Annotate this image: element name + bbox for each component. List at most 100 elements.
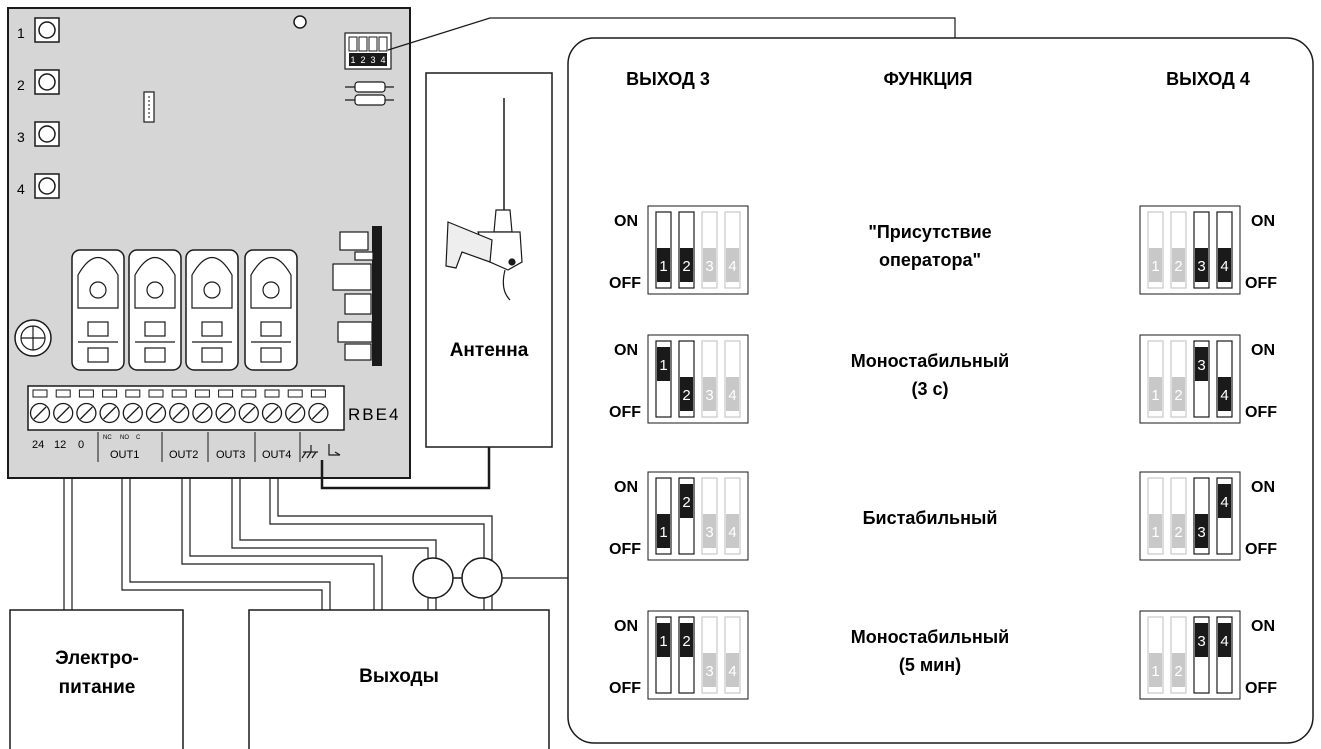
terminal-block: RBE4 <box>27 385 400 431</box>
svg-text:1: 1 <box>1151 258 1159 275</box>
svg-text:2: 2 <box>1174 258 1182 275</box>
svg-text:1: 1 <box>17 25 25 41</box>
on-label: ON <box>614 479 638 496</box>
svg-text:2: 2 <box>682 494 690 511</box>
antenna-label: Антенна <box>450 340 529 361</box>
relay-1 <box>71 249 125 371</box>
board-dip-switch[interactable]: 1 2 3 4 <box>344 32 392 70</box>
off-label: OFF <box>1245 404 1277 421</box>
antenna-box: Антенна <box>425 72 553 448</box>
svg-text:3: 3 <box>705 258 713 275</box>
svg-text:4: 4 <box>728 524 736 541</box>
on-label: ON <box>614 618 638 635</box>
on-label: ON <box>1251 618 1275 635</box>
terminal-labels: 24 12 0 NC NO C OUT1 OUT2 OUT3 OUT4 <box>32 435 291 461</box>
push-button-1[interactable]: 1 <box>17 17 60 43</box>
board-model-label: RBE4 <box>348 405 400 424</box>
svg-text:3: 3 <box>705 387 713 404</box>
function-label: Бистабильный <box>863 508 998 528</box>
column-header-function: ФУНКЦИЯ <box>884 69 973 89</box>
antenna-icon <box>445 98 523 301</box>
svg-text:4: 4 <box>380 55 385 65</box>
relay-3 <box>185 249 239 371</box>
function-label: Моностабильный <box>851 351 1009 371</box>
svg-text:3: 3 <box>1197 633 1205 650</box>
push-button-4[interactable]: 4 <box>17 173 60 199</box>
svg-text:4: 4 <box>728 258 736 275</box>
svg-text:OUT3: OUT3 <box>216 449 245 461</box>
function-label: оператора" <box>879 250 981 270</box>
fuse-icon <box>14 319 52 357</box>
relay-4 <box>244 249 298 371</box>
pin-header <box>143 91 155 123</box>
svg-text:1: 1 <box>350 55 355 65</box>
svg-text:24: 24 <box>32 439 44 451</box>
svg-text:2: 2 <box>360 55 365 65</box>
off-label: OFF <box>1245 275 1277 292</box>
svg-text:1: 1 <box>659 633 667 650</box>
svg-text:1: 1 <box>659 258 667 275</box>
svg-text:3: 3 <box>17 129 25 145</box>
svg-text:1: 1 <box>1151 387 1159 404</box>
on-label: ON <box>1251 213 1275 230</box>
svg-text:2: 2 <box>682 258 690 275</box>
off-label: OFF <box>609 680 641 697</box>
on-label: ON <box>614 213 638 230</box>
svg-text:1: 1 <box>1151 524 1159 541</box>
svg-text:2: 2 <box>1174 387 1182 404</box>
svg-text:1: 1 <box>1151 663 1159 680</box>
power-label-line1: Электро- <box>55 648 139 669</box>
off-label: OFF <box>609 541 641 558</box>
svg-text:3: 3 <box>705 663 713 680</box>
function-label: "Присутствие <box>868 222 991 242</box>
svg-text:OUT4: OUT4 <box>262 449 291 461</box>
svg-text:NC: NC <box>103 435 112 441</box>
svg-text:2: 2 <box>17 77 25 93</box>
relay-bank <box>71 249 298 371</box>
outputs-box: Выходы <box>248 609 550 749</box>
off-label: OFF <box>1245 680 1277 697</box>
svg-text:12: 12 <box>54 439 66 451</box>
column-header-output3: ВЫХОД 3 <box>626 69 710 89</box>
svg-text:4: 4 <box>1220 633 1228 650</box>
mounting-hole <box>293 15 307 29</box>
svg-text:4: 4 <box>728 663 736 680</box>
antenna-terminal-icon <box>328 444 341 456</box>
control-board: 1 2 3 4 <box>7 7 411 479</box>
power-label-line2: питание <box>59 677 136 698</box>
svg-text:C: C <box>136 435 141 441</box>
push-button-3[interactable]: 3 <box>17 121 60 147</box>
off-label: OFF <box>609 275 641 292</box>
svg-text:2: 2 <box>682 387 690 404</box>
svg-text:4: 4 <box>1220 387 1228 404</box>
radio-module-connector <box>332 226 382 366</box>
svg-text:2: 2 <box>1174 524 1182 541</box>
svg-text:3: 3 <box>370 55 375 65</box>
function-label: (5 мин) <box>899 655 961 675</box>
svg-text:4: 4 <box>1220 258 1228 275</box>
resistors <box>345 81 394 106</box>
svg-text:3: 3 <box>1197 524 1205 541</box>
svg-text:4: 4 <box>1220 494 1228 511</box>
off-label: OFF <box>1245 541 1277 558</box>
off-label: OFF <box>609 404 641 421</box>
column-header-output4: ВЫХОД 4 <box>1166 69 1250 89</box>
function-label: Моностабильный <box>851 627 1009 647</box>
svg-text:OUT1: OUT1 <box>110 449 139 461</box>
svg-text:3: 3 <box>1197 357 1205 374</box>
push-button-2[interactable]: 2 <box>17 69 60 95</box>
svg-text:3: 3 <box>1197 258 1205 275</box>
